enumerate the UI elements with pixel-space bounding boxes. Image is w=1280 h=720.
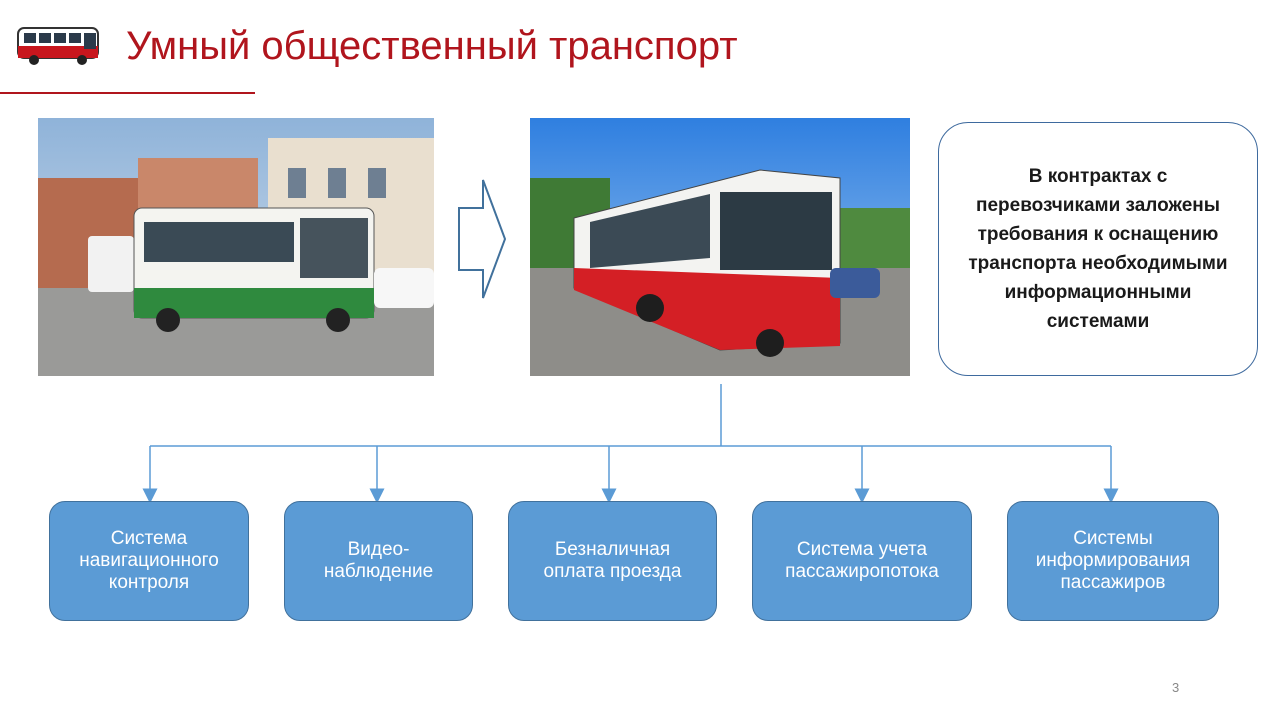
transition-arrow-icon: [455, 176, 509, 302]
page-number: 3: [1172, 680, 1180, 695]
node-cashless-payment: Безналичная оплата проезда: [508, 501, 717, 621]
page-title: Умный общественный транспорт: [126, 24, 738, 68]
node-navigation-control: Система навигационного контроля: [49, 501, 249, 621]
old-bus-photo: [38, 118, 434, 376]
bus-icon: [16, 24, 102, 68]
contract-requirements-text: В контрактах с перевозчиками заложены тр…: [968, 166, 1228, 332]
contract-requirements-box: В контрактах с перевозчиками заложены тр…: [938, 122, 1258, 376]
node-passenger-information: Системы информирования пассажиров: [1007, 501, 1219, 621]
title-underline: [0, 92, 255, 94]
node-passenger-counting: Система учета пассажиропотока: [752, 501, 972, 621]
node-video-surveillance: Видео- наблюдение: [284, 501, 473, 621]
new-bus-photo: [530, 118, 910, 376]
